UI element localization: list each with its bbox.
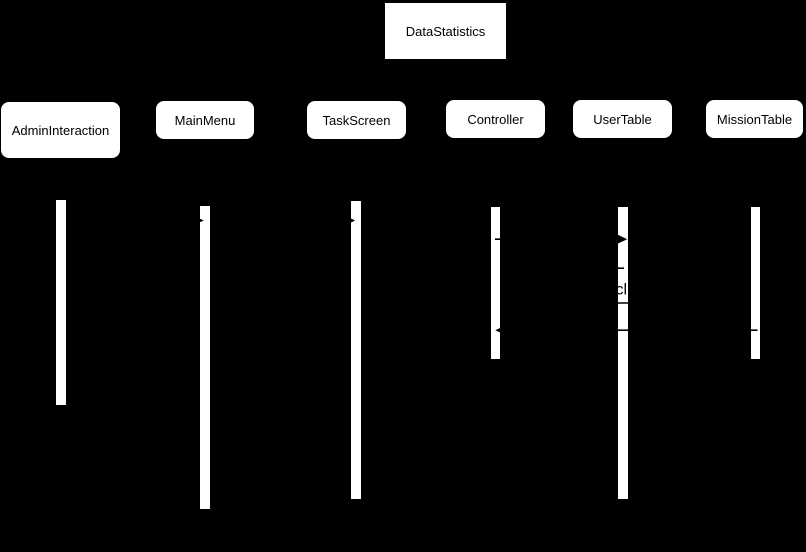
activation-bar-taskscreen: [351, 201, 361, 499]
participant-missiontable: MissionTable: [706, 100, 803, 138]
participant-label: MainMenu: [174, 112, 236, 128]
participant-mainmenu: MainMenu: [156, 101, 254, 139]
participant-label: MissionTable: [716, 111, 793, 127]
activation-bar-controller: [491, 207, 500, 359]
participant-label: UserTable: [593, 111, 652, 127]
activation-bar-mainmenu: [200, 206, 210, 509]
activation-bar-missiontable: [751, 207, 760, 359]
activation-bar-usertable: [618, 207, 628, 499]
participant-usertable: UserTable: [573, 100, 672, 138]
participant-label: Controller: [467, 111, 524, 127]
participant-admininteraction: AdminInteraction: [1, 102, 120, 158]
participant-taskscreen: TaskScreen: [307, 101, 406, 139]
arrowhead-right-icon: [741, 298, 751, 308]
activation-bar-admininteraction: [56, 200, 66, 405]
title-box-label: DataStatistics: [405, 23, 486, 39]
participant-controller: Controller: [446, 100, 545, 138]
title-box-datastatistics: DataStatistics: [385, 3, 506, 59]
participant-label: AdminInteraction: [11, 122, 110, 138]
participant-label: TaskScreen: [322, 112, 391, 128]
